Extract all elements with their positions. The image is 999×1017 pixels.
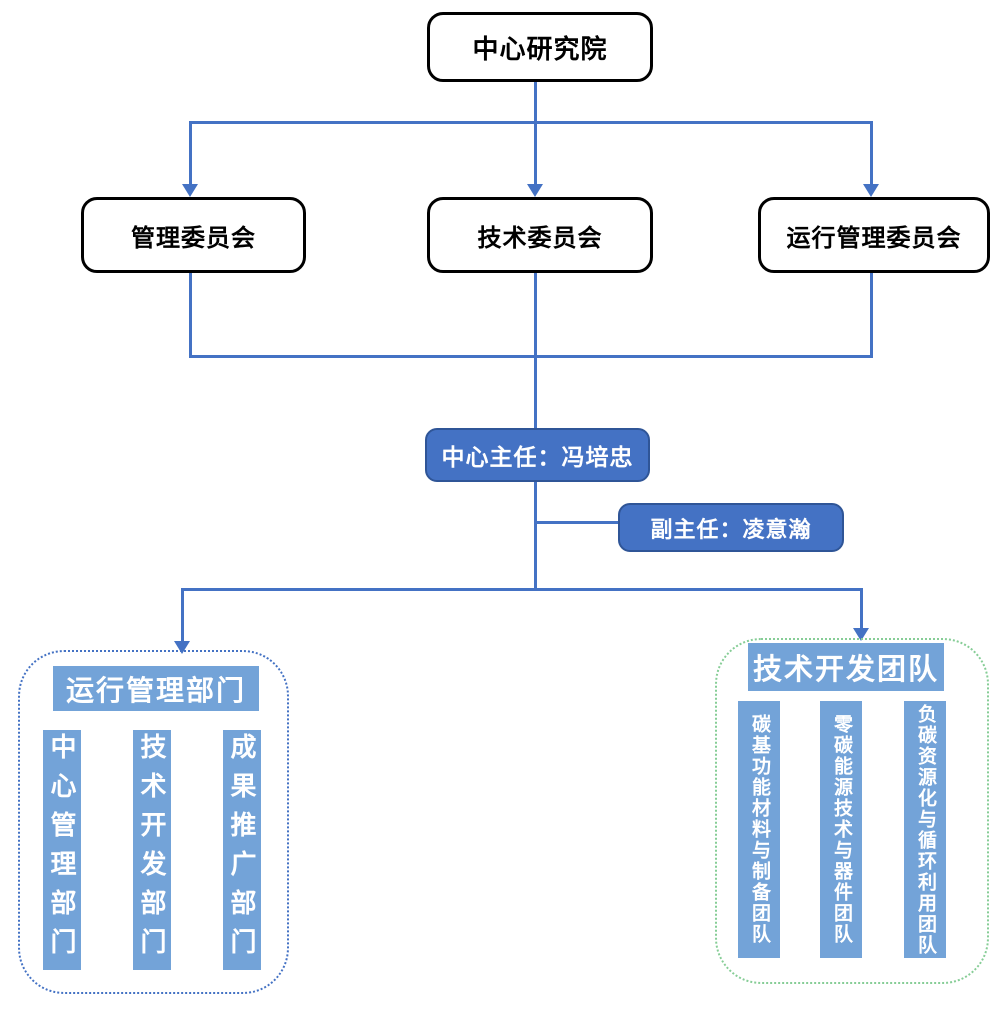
connector-mid-horizontal <box>189 355 873 358</box>
connector-to-left-group <box>181 588 184 642</box>
node-deputy-director: 副主任：凌意瀚 <box>618 503 844 552</box>
node-management-committee: 管理委员会 <box>81 197 306 273</box>
connector-ops-down <box>870 267 873 358</box>
node-technical-committee: 技术委员会 <box>427 197 653 273</box>
connector-to-ops-committee <box>870 121 873 187</box>
node-research-institute-label: 中心研究院 <box>472 33 608 64</box>
dept-achievement-promotion: 成果推广部门 <box>223 730 261 970</box>
node-operations-committee: 运行管理委员会 <box>758 197 990 273</box>
node-technical-committee-label: 技术委员会 <box>477 224 603 252</box>
arrowhead-ops-committee <box>863 184 879 197</box>
node-operations-committee-label: 运行管理委员会 <box>786 224 962 252</box>
group-tech-teams-title: 技术开发团队 <box>752 654 939 686</box>
node-deputy-director-label: 副主任：凌意瀚 <box>650 516 812 542</box>
arrowhead-mgmt-committee <box>182 184 198 197</box>
node-management-committee-label: 管理委员会 <box>131 224 256 252</box>
connector-mgmt-down <box>189 267 192 358</box>
dept-center-management: 中心管理部门 <box>43 730 81 970</box>
team-zero-carbon-energy: 零碳能源技术与器件团队 <box>820 701 862 958</box>
group-operations-departments <box>18 650 289 994</box>
team-carbon-materials: 碳基功能材料与制备团队 <box>738 701 780 958</box>
connector-tech-down <box>534 267 537 428</box>
connector-top-horizontal <box>189 121 873 124</box>
node-center-director: 中心主任：冯培忠 <box>425 428 650 482</box>
node-research-institute: 中心研究院 <box>427 12 653 82</box>
team-negative-carbon-recycling: 负碳资源化与循环利用团队 <box>904 701 946 958</box>
node-center-director-label: 中心主任：冯培忠 <box>441 444 634 470</box>
connector-root-to-tech-committee <box>534 76 537 187</box>
connector-to-deputy <box>536 521 620 524</box>
arrowhead-tech-committee <box>527 184 543 197</box>
group-tech-teams-header: 技术开发团队 <box>748 643 944 691</box>
arrowhead-right-group <box>853 628 869 641</box>
group-operations-departments-title: 运行管理部门 <box>65 674 246 706</box>
group-tech-teams <box>715 638 989 984</box>
connector-director-down <box>534 477 537 590</box>
connector-bottom-horizontal <box>181 588 863 591</box>
connector-to-mgmt-committee <box>189 121 192 187</box>
connector-to-right-group <box>860 588 863 629</box>
dept-tech-development: 技术开发部门 <box>133 730 171 970</box>
group-operations-departments-header: 运行管理部门 <box>53 666 259 711</box>
